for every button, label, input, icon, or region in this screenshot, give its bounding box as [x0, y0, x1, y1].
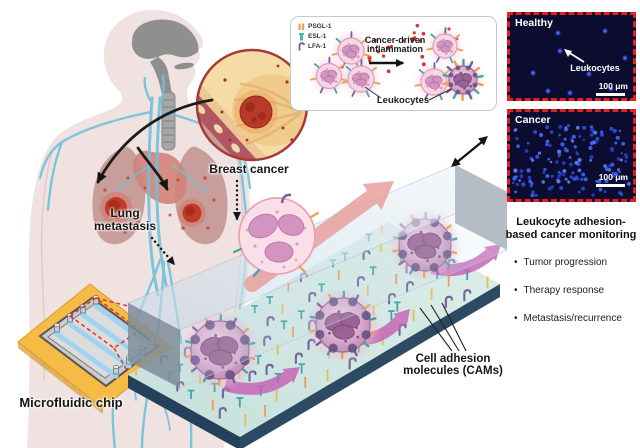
healthy-micrograph: Healthy Leukocytes 100 μm	[507, 12, 636, 101]
breast-cancer-label: Breast cancer	[209, 162, 289, 176]
bullet-text: Tumor progression	[523, 257, 608, 268]
bullet-item: • Metastasis/recurrence	[504, 313, 638, 324]
healthy-scale-text: 100 μm	[598, 81, 628, 91]
bullet-dot: •	[514, 313, 518, 324]
bullet-item: • Therapy response	[504, 285, 638, 296]
cams-pointer-lines	[419, 302, 467, 352]
cancer-micrograph: Cancer 100 μm	[507, 109, 636, 202]
healthy-cells-layer	[530, 28, 628, 96]
dotted-arrows	[150, 179, 241, 266]
inflammation-dots	[367, 23, 459, 74]
microfluidic-chip-label: Microfluidic chip	[19, 395, 123, 410]
lung-metastasis-label: Lung metastasis	[93, 206, 157, 233]
leukocyte	[341, 59, 381, 98]
healthy-title: Healthy	[515, 17, 553, 29]
monitoring-block: Leukocyte adhesion-based cancer monitori…	[504, 216, 638, 341]
leukocyte	[414, 62, 454, 101]
cancer-scale-bar	[596, 184, 625, 187]
psgl1-icon	[298, 23, 305, 30]
legend-label: ESL-1	[308, 32, 327, 40]
breast-tumor	[239, 95, 273, 129]
healthy-scale-bar	[596, 93, 625, 96]
leukocyte-pointer-lines	[364, 86, 452, 101]
double-arrow	[451, 136, 488, 167]
legend-item: PSGL-1	[297, 21, 331, 31]
cams-label: Cell adhesion molecules (CAMs)	[403, 353, 503, 378]
lung-tumor-left	[100, 192, 132, 224]
lung-tumor-right	[178, 199, 206, 227]
leukocyte	[309, 56, 348, 94]
bullet-text: Metastasis/recurrence	[523, 313, 622, 324]
legend-label: LFA-1	[308, 42, 327, 50]
bullet-dot: •	[514, 285, 518, 296]
metastasis-dots	[98, 176, 216, 234]
cancer-title: Cancer	[515, 114, 551, 126]
circulating-leukocyte	[232, 193, 320, 278]
monitoring-bullet-list: • Tumor progression • Therapy response • Meta…	[504, 257, 638, 324]
cancer-cells-layer	[511, 124, 632, 198]
leukocyte	[426, 27, 464, 64]
airway-icon	[131, 19, 199, 151]
legend-item: ESL-1	[297, 31, 331, 41]
legend-label: PSGL-1	[308, 22, 332, 30]
lfa1-icon	[298, 41, 305, 50]
bullet-dot: •	[514, 257, 518, 268]
esl1-icon	[299, 32, 304, 40]
leukocyte	[331, 31, 371, 70]
inset-leukocytes	[309, 27, 484, 102]
healthy-leukocytes-annotation: Leukocytes	[570, 63, 620, 73]
channel-glass-slab	[127, 164, 508, 389]
inflammation-label: Cancer-driven inflammation	[364, 35, 426, 55]
bullet-item: • Tumor progression	[504, 257, 638, 268]
inset-leukocytes-label: Leukocytes	[376, 95, 430, 106]
adhered-leukocytes	[183, 211, 458, 387]
monitoring-title: Leukocyte adhesion-based cancer monitori…	[505, 216, 637, 241]
activated-leukocyte	[442, 58, 484, 102]
activated-leukocyte	[308, 290, 378, 360]
metastasis-arrows	[96, 98, 214, 191]
legend-item: LFA-1	[297, 41, 331, 51]
inset-illustration	[309, 23, 484, 102]
bullet-text: Therapy response	[523, 285, 605, 296]
cancer-scale-text: 100 μm	[598, 172, 628, 182]
